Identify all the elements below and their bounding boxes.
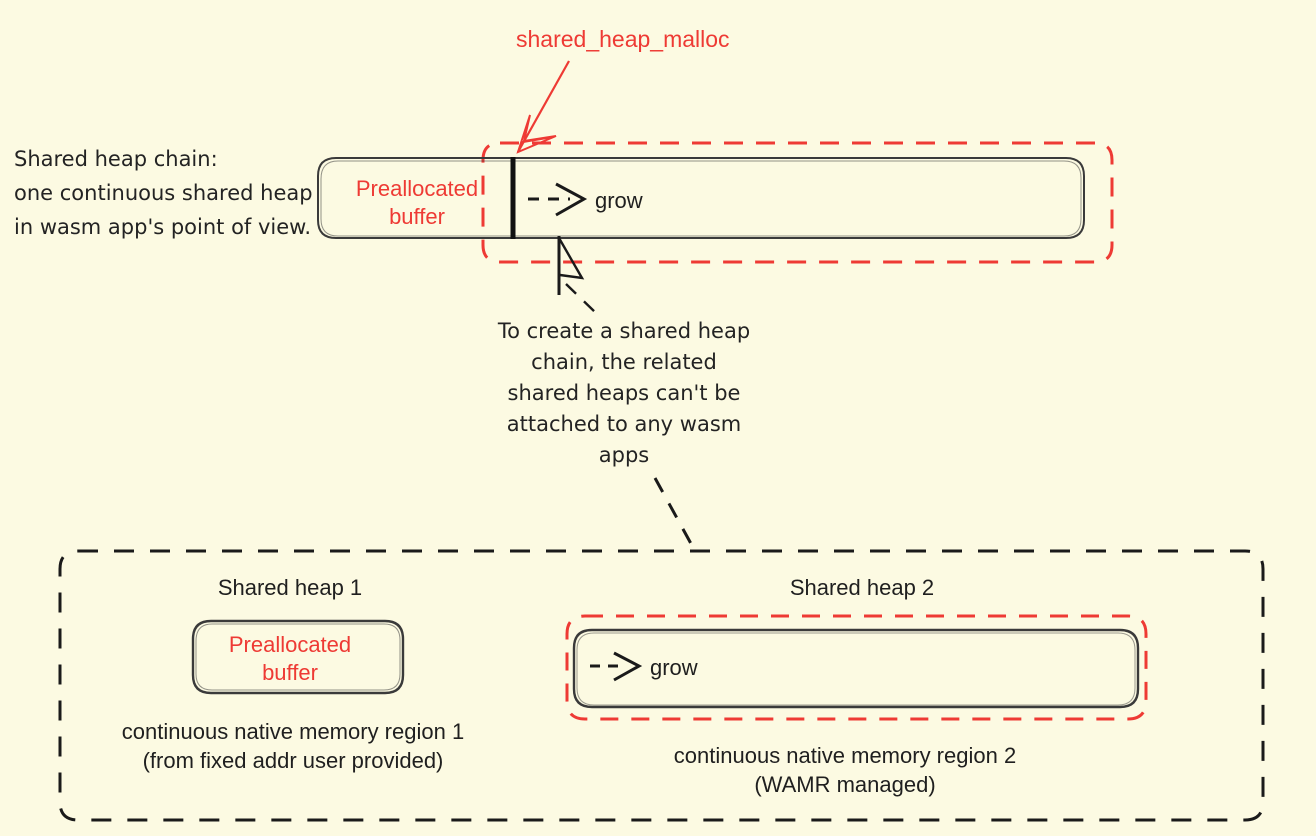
shared-heap-1-prealloc-box: Preallocated buffer xyxy=(191,619,405,695)
heap1-caption-line-2: (from fixed addr user provided) xyxy=(143,748,444,773)
heap2-box-outline xyxy=(572,628,1140,709)
shared-heap-1-title: Shared heap 1 xyxy=(218,575,362,600)
top-grow-label: grow xyxy=(595,188,643,213)
bottom-dashed-container xyxy=(58,549,1265,822)
shared-heap-malloc-arrow-icon xyxy=(516,60,570,154)
heap2-red-dashed-region xyxy=(565,614,1148,721)
note-line-5: apps xyxy=(599,443,649,467)
bar-outline-sketch xyxy=(320,160,1082,237)
caption-line-2: one continuous shared heap xyxy=(14,181,313,205)
heap2-caption-line-2: (WAMR managed) xyxy=(754,772,935,797)
heap1-caption-line-1: continuous native memory region 1 xyxy=(122,719,464,744)
top-prealloc-line-2: buffer xyxy=(389,204,445,229)
shared-heap-chain-note: To create a shared heap chain, the relat… xyxy=(497,319,750,467)
heap2-grow-arrow-icon xyxy=(590,651,643,682)
shared-heap-1-caption: continuous native memory region 1 (from … xyxy=(122,719,464,773)
caption-line-3: in wasm app's point of view. xyxy=(14,215,311,239)
shared-heap-2-caption: continuous native memory region 2 (WAMR … xyxy=(674,743,1016,797)
note-pointer-arrow-icon xyxy=(557,236,597,314)
top-prealloc-line-1: Preallocated xyxy=(356,176,478,201)
note-line-3: shared heaps can't be xyxy=(508,381,741,405)
heap1-box-outline xyxy=(191,619,405,695)
note-line-1: To create a shared heap xyxy=(497,319,750,343)
heap1-box-outline-sketch xyxy=(195,623,401,691)
heap2-grow-label: grow xyxy=(650,655,698,680)
note-leader-line xyxy=(653,477,697,552)
shared-heap-chain-caption: Shared heap chain: one continuous shared… xyxy=(14,147,313,239)
shared-heap-2-box xyxy=(572,628,1140,709)
note-line-2: chain, the related xyxy=(531,350,717,374)
heap2-caption-line-1: continuous native memory region 2 xyxy=(674,743,1016,768)
caption-line-1: Shared heap chain: xyxy=(14,147,218,171)
note-line-4: attached to any wasm xyxy=(507,412,741,436)
bar-outline xyxy=(317,157,1085,239)
shared-heap-2-title: Shared heap 2 xyxy=(790,575,934,600)
top-grow-arrow-icon xyxy=(528,182,588,217)
heap2-box-outline-sketch xyxy=(576,632,1136,706)
heap1-prealloc-line-1: Preallocated xyxy=(229,632,351,657)
heap1-prealloc-line-2: buffer xyxy=(262,660,318,685)
top-prealloc-label: Preallocated buffer xyxy=(356,176,478,229)
continuous-shared-heap-bar xyxy=(317,157,1085,239)
top-red-dashed-region xyxy=(481,141,1114,264)
shared-heap-malloc-label: shared_heap_malloc xyxy=(516,26,730,52)
